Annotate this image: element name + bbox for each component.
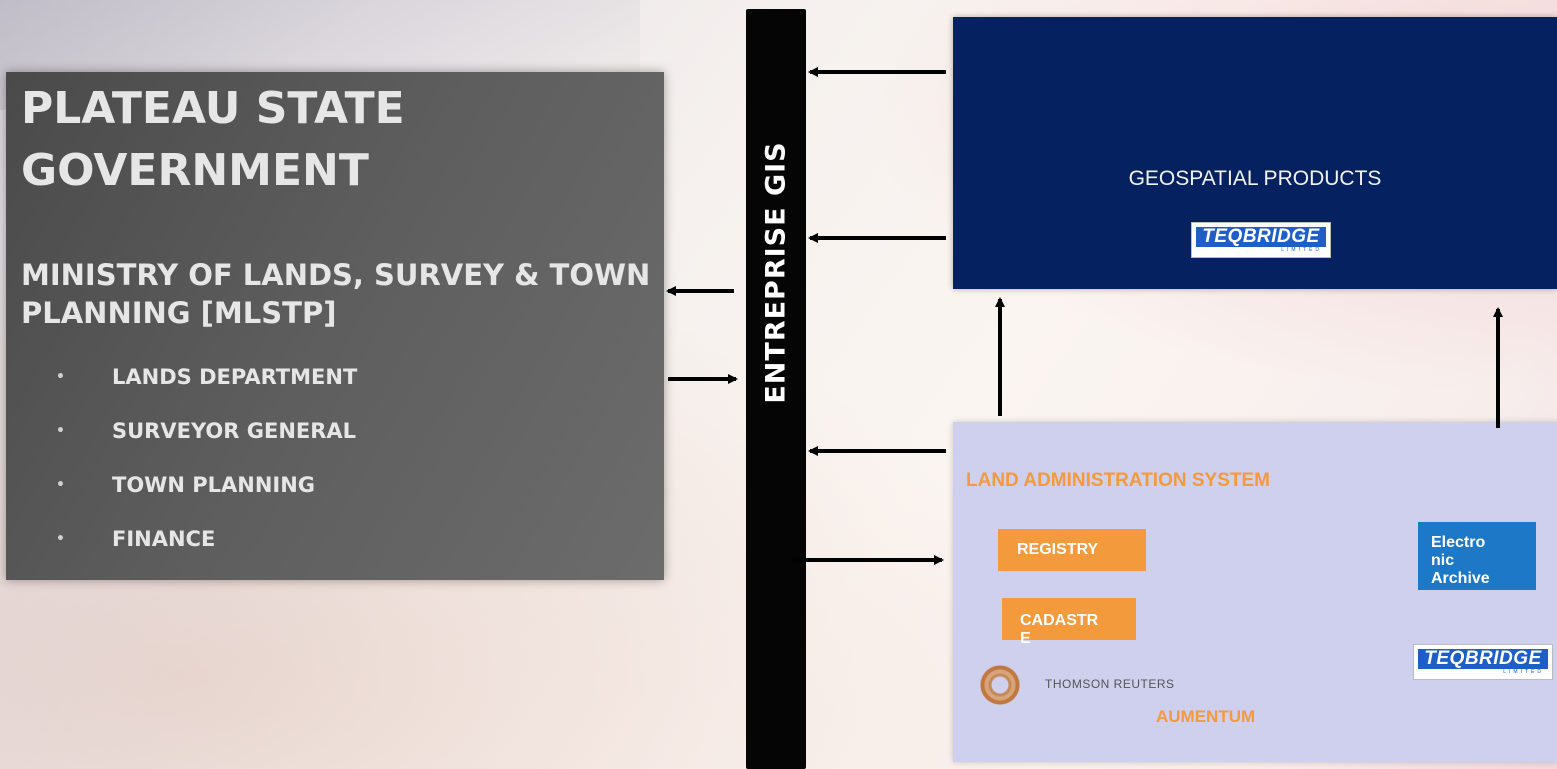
list-item: • FINANCE — [56, 512, 357, 566]
department-label: LANDS DEPARTMENT — [112, 365, 358, 389]
bullet-icon: • — [56, 477, 65, 493]
cadastre-chip: CADASTR E — [1002, 598, 1136, 647]
department-label: FINANCE — [112, 527, 216, 551]
government-box: PLATEAU STATE GOVERNMENT MINISTRY OF LAN… — [6, 72, 664, 580]
logo-subtitle: LIMITED — [1503, 669, 1544, 675]
archive-line: nic — [1431, 552, 1455, 569]
geospatial-title: GEOSPATIAL PRODUCTS — [1128, 167, 1382, 190]
electronic-archive-chip: Electro nic Archive — [1418, 522, 1536, 590]
list-item: • TOWN PLANNING — [56, 458, 357, 512]
list-item: • LANDS DEPARTMENT — [56, 350, 357, 404]
ministry-title: MINISTRY OF LANDS, SURVEY & TOWN PLANNIN… — [21, 258, 651, 330]
teqbridge-logo: TEQBRIDGE LIMITED — [1191, 222, 1331, 258]
thomson-reuters-icon — [978, 663, 1022, 707]
enterprise-gis-bar — [746, 9, 806, 769]
department-label: TOWN PLANNING — [112, 473, 316, 497]
department-list: • LANDS DEPARTMENT • SURVEYOR GENERAL • … — [56, 350, 357, 566]
list-item: • SURVEYOR GENERAL — [56, 404, 357, 458]
bullet-icon: • — [56, 369, 65, 385]
bullet-icon: • — [56, 531, 65, 547]
logo-wordmark: TEQBRIDGE — [1418, 649, 1548, 669]
logo-subtitle: LIMITED — [1281, 247, 1322, 253]
registry-chip: REGISTRY — [998, 529, 1146, 571]
bullet-icon: • — [56, 423, 65, 439]
cadastre-line: CADASTR — [1020, 612, 1099, 629]
archive-line: Archive — [1431, 570, 1490, 587]
logo-wordmark: TEQBRIDGE — [1196, 227, 1326, 247]
thomson-reuters-label: THOMSON REUTERS — [1045, 677, 1175, 691]
land-administration-box: LAND ADMINISTRATION SYSTEM REGISTRY CADA… — [953, 422, 1557, 762]
cadastre-line: E — [1020, 630, 1031, 647]
aumentum-label: AUMENTUM — [1156, 707, 1256, 726]
government-title: PLATEAU STATE GOVERNMENT — [21, 83, 405, 196]
land-administration-title: LAND ADMINISTRATION SYSTEM — [966, 470, 1270, 491]
teqbridge-logo: TEQBRIDGE LIMITED — [1413, 644, 1553, 680]
geospatial-products-box: GEOSPATIAL PRODUCTS TEQBRIDGE LIMITED — [953, 17, 1557, 289]
department-label: SURVEYOR GENERAL — [112, 419, 357, 443]
archive-line: Electro — [1431, 534, 1486, 551]
